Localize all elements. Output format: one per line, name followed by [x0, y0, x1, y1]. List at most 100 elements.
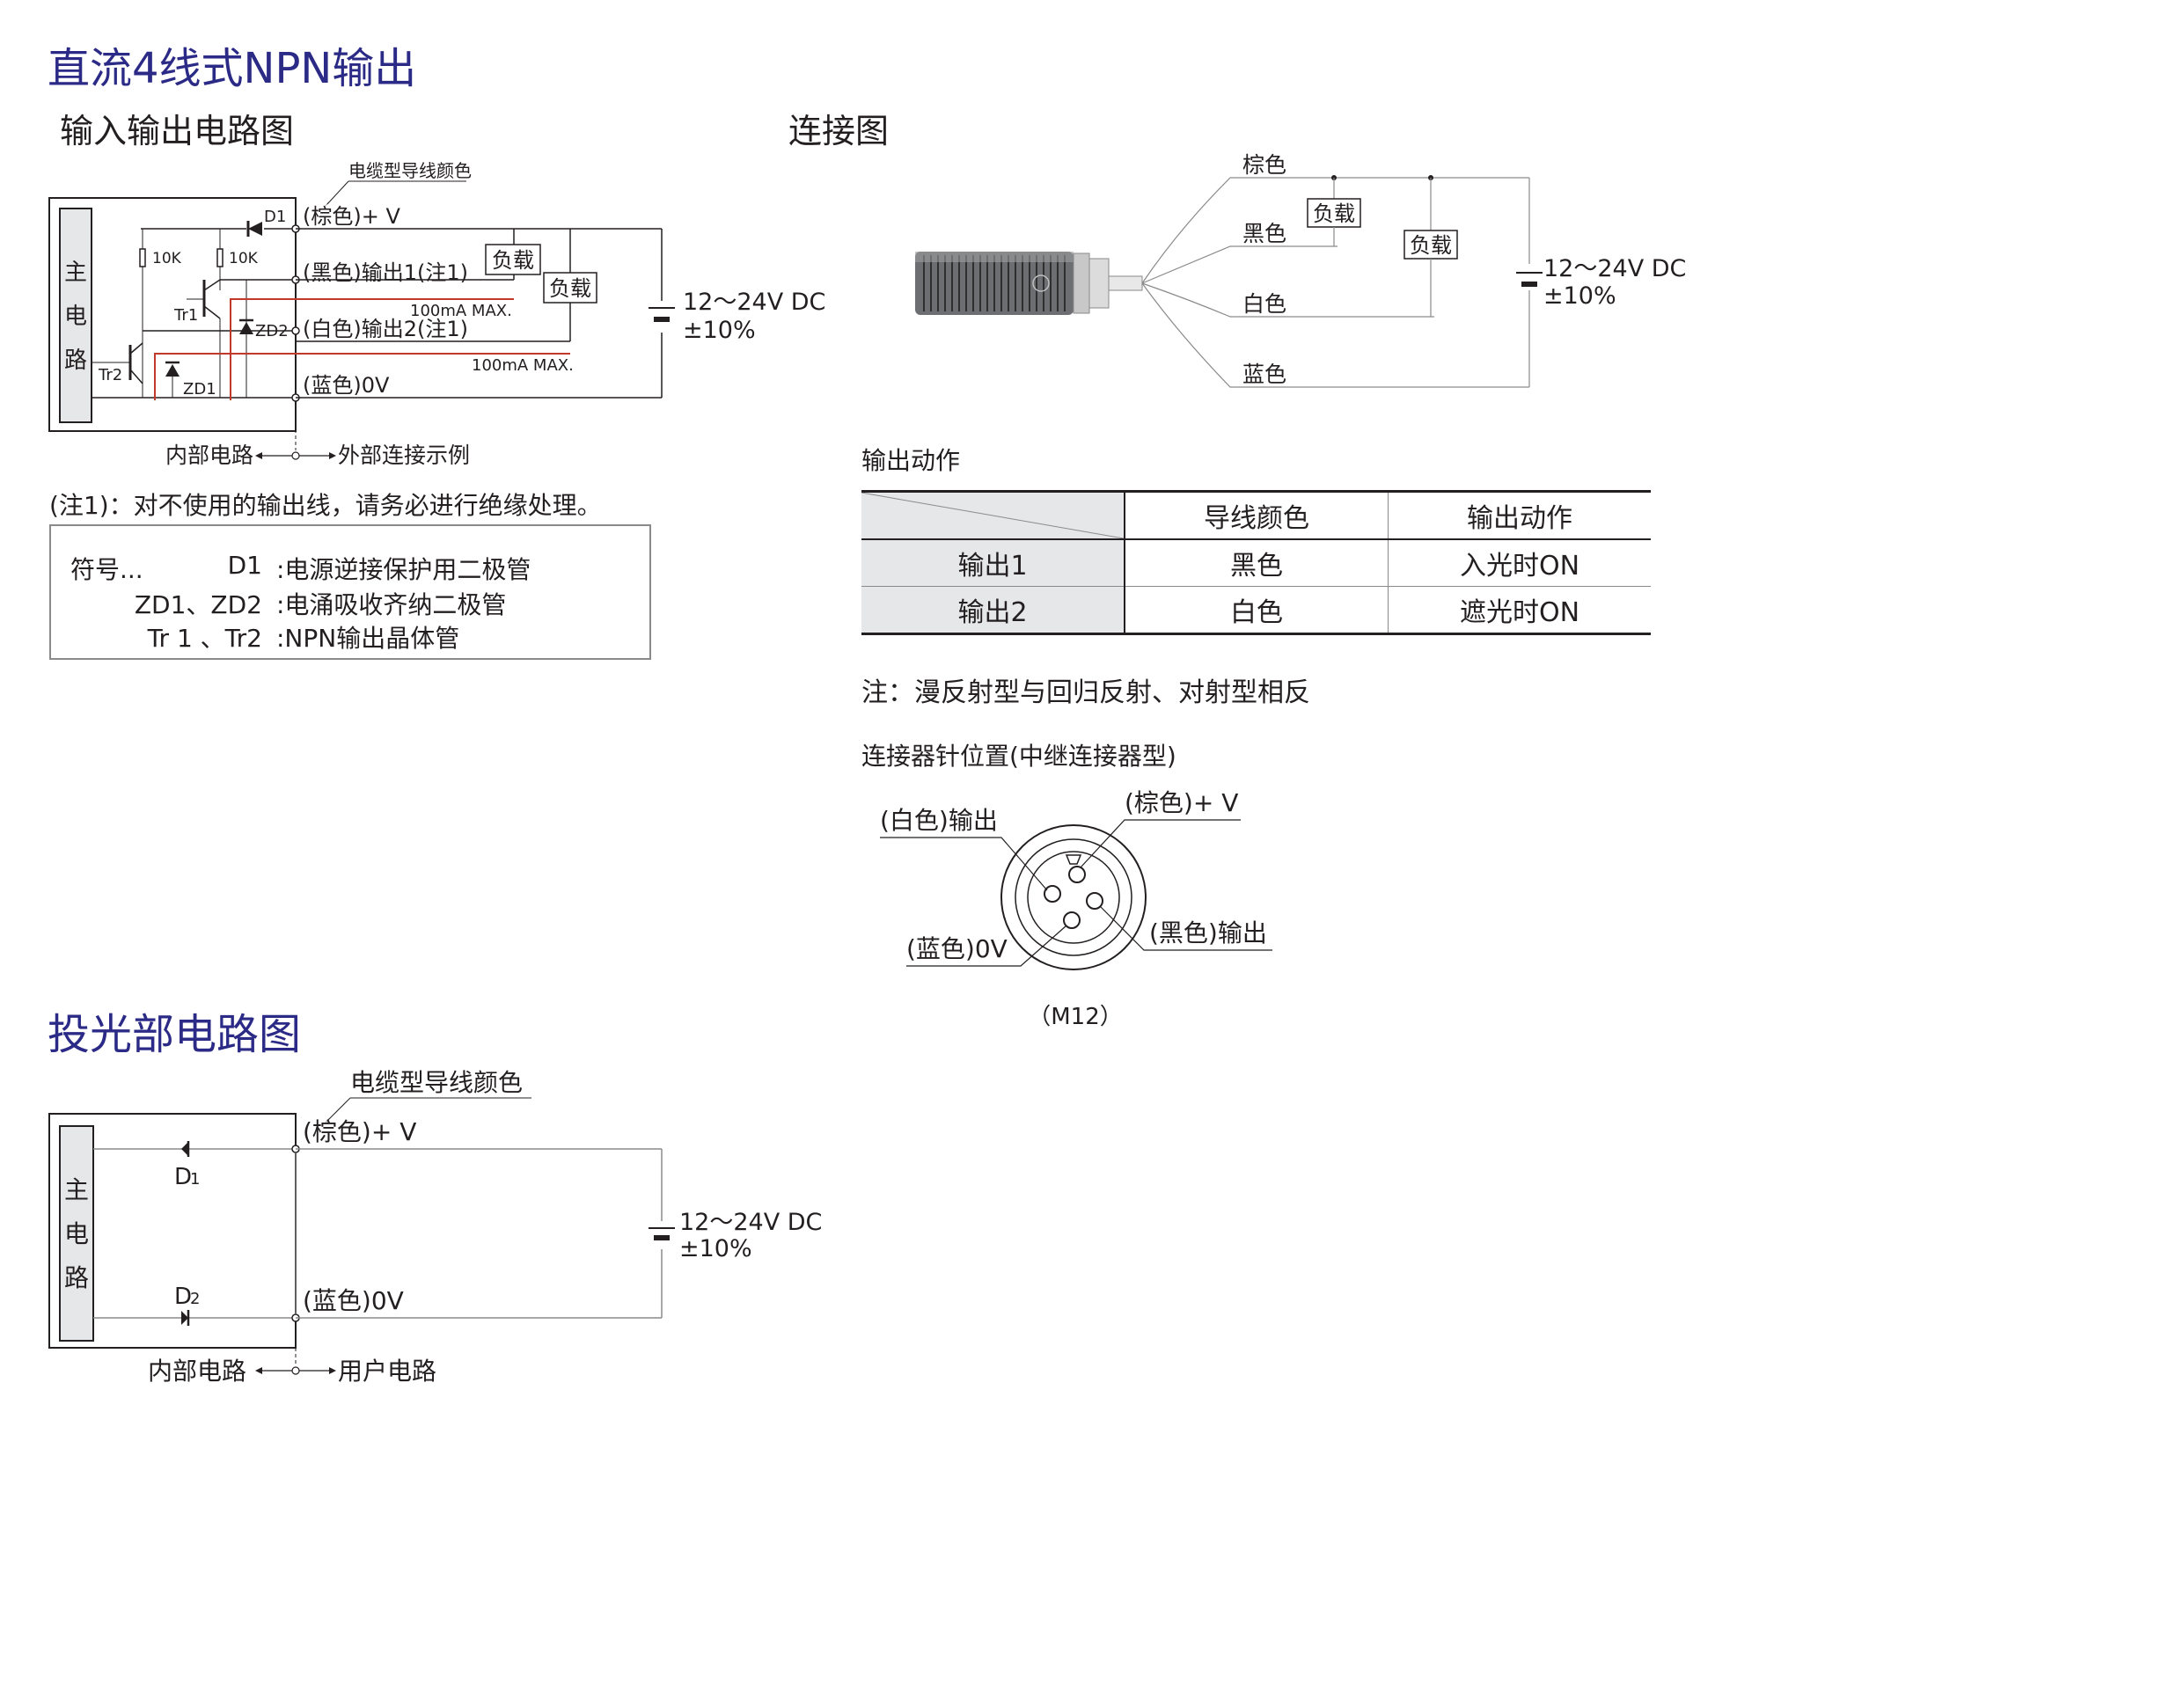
legend-heading: 符号... [70, 555, 143, 584]
diagonal-divider [861, 493, 1124, 538]
supply-tolerance-label: ±10% [679, 1235, 752, 1262]
emitter-heading: 投光部电路图 [48, 1010, 302, 1059]
supply-voltage-label: 12～24V DC [683, 289, 825, 316]
d2-diode-icon [181, 1311, 188, 1325]
d1-diode-icon [248, 222, 262, 236]
d1-label: D1 [264, 208, 286, 226]
resistor-1-icon [139, 248, 146, 267]
main-circuit-char-3: 路 [64, 1263, 89, 1292]
connector-pin-diagram: (白色)输出 (棕色)+ V (蓝色)0V (黑色)输出 （M12） [880, 788, 1272, 1030]
sensor-body-icon [915, 252, 1143, 315]
tr1-label: Tr1 [173, 306, 198, 325]
load-1-label: 负载 [1313, 201, 1355, 226]
supply-tolerance-label: ±10% [683, 317, 756, 344]
black-output-label: (黑色)输出 [1149, 918, 1267, 947]
main-circuit-char-3: 路 [64, 348, 87, 374]
internal-circuit-label: 内部电路 [148, 1357, 246, 1386]
table-cell: 遮光时ON [1388, 586, 1651, 635]
row-header: 输出2 [861, 586, 1125, 635]
page-title: 直流4线式NPN输出 [48, 44, 417, 93]
cable-color-label: 电缆型导线颜色 [350, 1068, 523, 1097]
load-1-box [485, 244, 541, 275]
legend-symbol-1: D1 [227, 551, 262, 580]
brown-wire-label: 棕色 [1242, 152, 1286, 178]
d2-label: D [174, 1284, 192, 1310]
d1-label: D [174, 1164, 192, 1190]
supply-voltage-label: 12～24V DC [679, 1209, 822, 1236]
brown-v-label: (棕色)+ V [1125, 788, 1238, 817]
main-circuit-char-2: 电 [64, 1219, 89, 1248]
white-wire-label: 白色 [1242, 291, 1286, 317]
main-circuit-block [59, 1125, 94, 1342]
r1-label: 10K [152, 250, 182, 267]
brown-wire-label: (棕色)+ V [303, 1117, 416, 1146]
max-current-1: 100mA MAX. [410, 302, 512, 320]
tr2-label: Tr2 [98, 366, 122, 384]
internal-circuit-label: 内部电路 [165, 443, 253, 468]
load-2-label: 负载 [549, 276, 591, 301]
d1-subscript: 1 [190, 1170, 200, 1189]
battery-icon [654, 317, 670, 322]
current-path-2 [154, 353, 570, 400]
load-2-box [543, 272, 597, 304]
row-header: 输出1 [861, 539, 1125, 587]
blue-wire-label: 蓝色 [1242, 362, 1286, 387]
pin-white-icon [1044, 885, 1061, 903]
black-wire-label: (黑色)输出1(注1) [303, 260, 468, 285]
legend-desc-3: :NPN输出晶体管 [276, 624, 460, 653]
battery-icon [1521, 282, 1537, 287]
blue-wire-label: (蓝色)0V [303, 373, 390, 398]
output-action-table: 导线颜色 输出动作 输出1 黑色 入光时ON 输出2 白色 遮光时ON [861, 490, 1651, 635]
main-circuit-char-2: 电 [64, 304, 87, 330]
battery-icon [654, 1235, 670, 1240]
table-corner-cell [861, 490, 1125, 540]
brown-wire-label: (棕色)+ V [303, 204, 400, 229]
io-circuit-heading: 输入输出电路图 [60, 112, 295, 150]
model-label: （M12） [1028, 1004, 1123, 1030]
internal-circuit-box [48, 197, 297, 432]
table-cell: 白色 [1124, 586, 1389, 635]
symbol-legend-box: 符号... D1 :电源逆接保护用二极管 ZD1、ZD2 :电涌吸收齐纳二极管 … [49, 524, 651, 660]
main-circuit-char-1: 主 [64, 1175, 89, 1204]
table-cell: 黑色 [1124, 539, 1389, 587]
output-action-heading: 输出动作 [861, 446, 961, 475]
max-current-2: 100mA MAX. [472, 356, 574, 375]
connector-outer-ring [1000, 824, 1147, 970]
column-header: 输出动作 [1388, 490, 1651, 540]
table-cell: 入光时ON [1388, 539, 1651, 587]
blue-0v-label: (蓝色)0V [906, 934, 1008, 963]
white-wire-label: (白色)输出2(注1) [303, 317, 468, 341]
pin-brown-icon [1068, 866, 1086, 883]
external-connection-label: 外部连接示例 [338, 443, 470, 468]
emitter-circuit-diagram: 主 电 路 电缆型导线颜色 D 1 D 2 (棕色)+ V (蓝色)0V 12～… [48, 1068, 822, 1386]
cable-color-label: 电缆型导线颜色 [348, 160, 472, 181]
table-row: 输出2 白色 遮光时ON [861, 586, 1651, 635]
connection-diagram: 棕色 黑色 白色 蓝色 负载 负载 12～24V DC ±10% [915, 152, 1686, 388]
blue-wire-label: (蓝色)0V [303, 1286, 404, 1315]
zd1-zener-icon [165, 364, 180, 377]
supply-voltage-label: 12～24V DC [1543, 255, 1686, 282]
white-output-label: (白色)输出 [880, 806, 998, 835]
current-path-1 [230, 298, 514, 400]
zd1-label: ZD1 [183, 380, 216, 399]
pin-black-icon [1086, 892, 1103, 910]
zd2-zener-icon [239, 322, 253, 334]
user-circuit-label: 用户电路 [338, 1357, 436, 1386]
connector-heading: 连接器针位置(中继连接器型) [861, 742, 1176, 771]
legend-desc-1: :电源逆接保护用二极管 [276, 555, 531, 584]
main-circuit-block [59, 208, 92, 423]
d1-diode-icon [181, 1142, 188, 1156]
load-2-label: 负载 [1410, 233, 1452, 258]
legend-desc-2: :电涌吸收齐纳二极管 [276, 590, 507, 619]
supply-tolerance-label: ±10% [1543, 282, 1616, 310]
r2-label: 10K [229, 250, 259, 267]
pin-blue-icon [1063, 911, 1081, 929]
output-action-note: 注：漫反射型与回归反射、对射型相反 [861, 677, 1310, 708]
table-row: 输出1 黑色 入光时ON [861, 539, 1651, 587]
legend-symbol-2: ZD1、ZD2 [134, 590, 262, 619]
note-1: (注1)：对不使用的输出线，请务必进行绝缘处理。 [49, 491, 602, 520]
column-header: 导线颜色 [1124, 490, 1389, 540]
legend-symbol-3: Tr 1 、Tr2 [147, 624, 262, 653]
load-1-label: 负载 [492, 248, 534, 273]
black-wire-label: 黑色 [1242, 221, 1286, 246]
